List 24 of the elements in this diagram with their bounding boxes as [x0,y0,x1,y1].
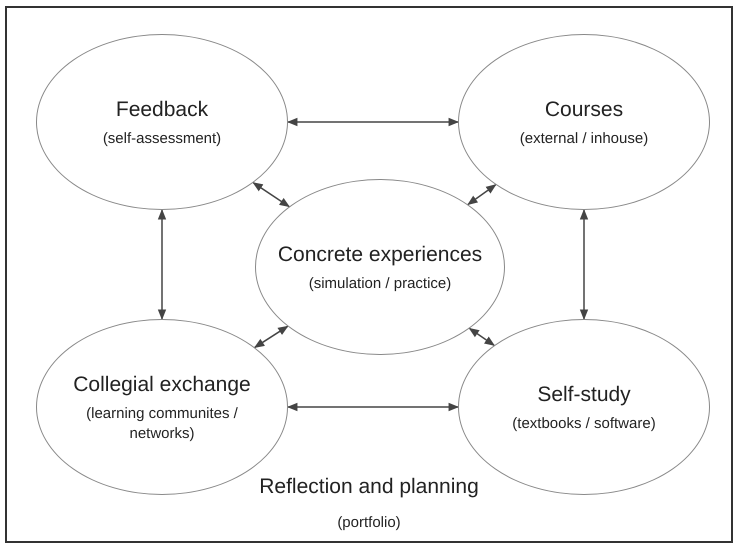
node-title: Concrete experiences [278,242,482,268]
title-text: Reflection and planning [258,475,480,499]
double-arrow [286,402,460,412]
ellipse-node [36,34,288,210]
double-arrow [467,184,497,206]
double-arrow [158,208,166,320]
node-title: Collegial exchange [73,372,251,398]
double-arrow [252,182,290,208]
double-arrow [254,326,289,348]
double-arrow [286,118,460,126]
node-subtitle: (textbooks / software) [512,414,656,434]
node-title: Self-study [537,382,631,408]
node-subtitle: (self-assessment) [102,128,222,148]
ellipse-node [458,34,710,210]
double-arrow [580,208,588,320]
subtitle-text: (portfolio) [336,514,402,531]
node-subtitle: (external / inhouse) [520,128,648,148]
frame-box [5,6,733,543]
node-title: Courses [544,96,624,123]
node-title: Feedback [116,96,208,123]
double-arrow [468,328,495,346]
ellipse-node [255,179,505,355]
node-subtitle: (learning communites / networks) [85,404,239,444]
node-subtitle: (simulation / practice) [308,274,452,294]
